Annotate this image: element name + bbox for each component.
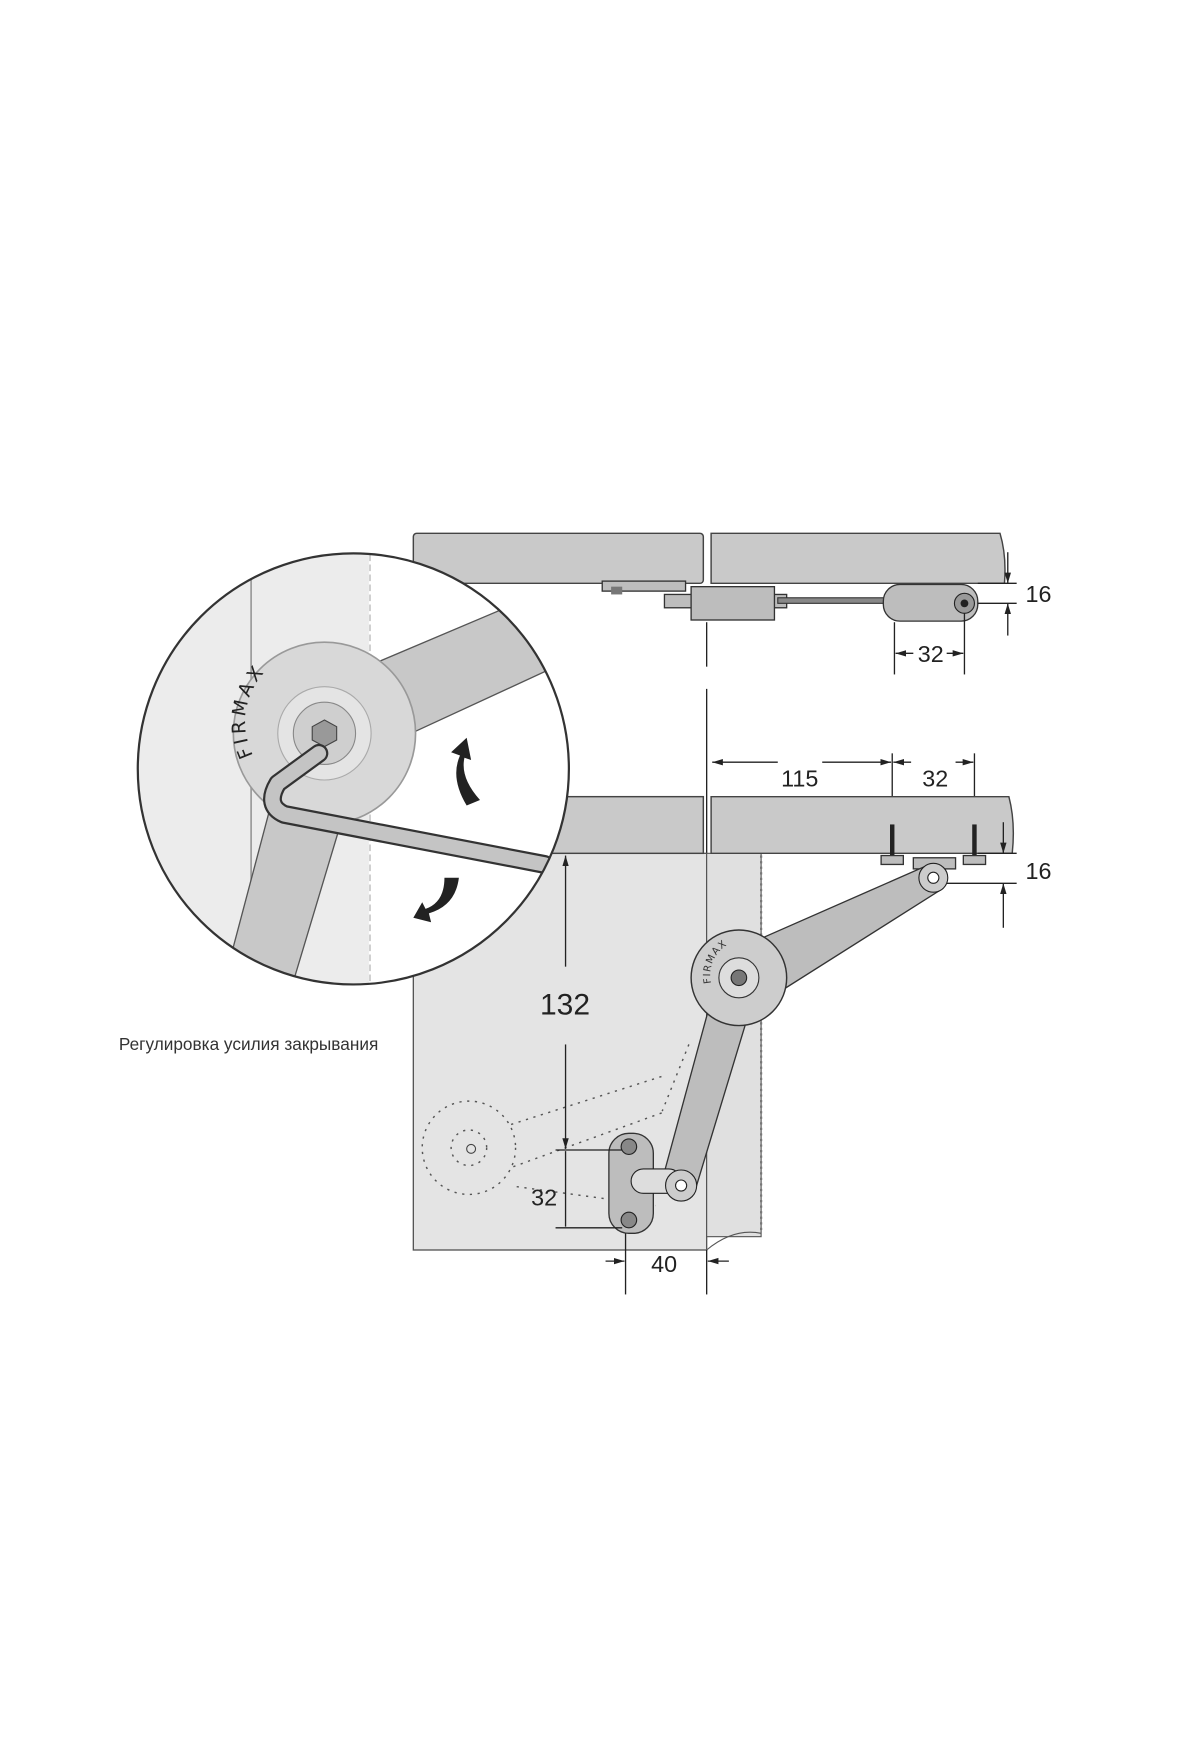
cabinet-side [412, 852, 763, 1251]
dimension-height: 132 [540, 855, 623, 1151]
dimension-top-offset: 16 [977, 552, 1052, 636]
dimension-top-spacing: 32 [893, 613, 966, 675]
dimension-lower-offset: 16 [944, 822, 1052, 928]
dimension-label: 132 [540, 988, 590, 1021]
dimension-label: 115 [781, 766, 818, 792]
dimension-label: 32 [531, 1185, 557, 1211]
dimension-label: 40 [651, 1251, 677, 1277]
dimension-label: 16 [1026, 581, 1052, 607]
magnified-detail: FIRMAX [136, 552, 570, 986]
dimension-label: 32 [918, 641, 944, 667]
rotate-up-arrow-icon [451, 737, 480, 806]
lift-arm: FIRMAX [608, 862, 949, 1235]
top-lid-closed [412, 532, 1006, 622]
dimension-mount-spacing: 32 [531, 1151, 623, 1229]
dimension-mount-depth: 40 [605, 1233, 729, 1295]
rotate-down-arrow-icon [413, 877, 459, 923]
dimension-label: 32 [922, 766, 948, 792]
adjustment-caption: Регулировка усилия закрывания [119, 1034, 378, 1054]
dimension-label: 16 [1026, 858, 1052, 884]
